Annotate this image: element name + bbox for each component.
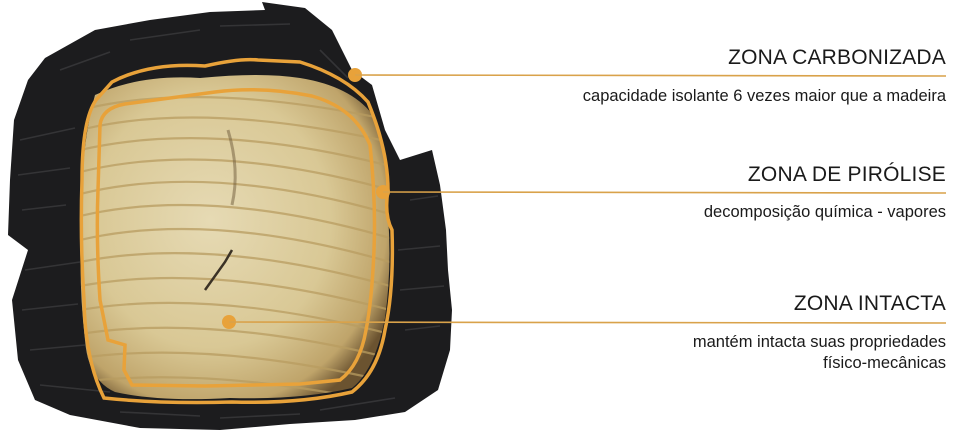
zone-description-carbonizada: capacidade isolante 6 vezes maior que a … (583, 86, 946, 107)
zone-description-intacta-line1: mantém intacta suas propriedades (693, 332, 946, 353)
wood-region (80, 75, 390, 404)
zone-title-pirolise: ZONA DE PIRÓLISE (748, 163, 946, 187)
leader-pirolise (376, 185, 946, 199)
leader-carbonizada (348, 68, 946, 82)
zone-title-carbonizada: ZONA CARBONIZADA (728, 46, 946, 70)
zone-title-intacta: ZONA INTACTA (794, 292, 946, 316)
zone-description-intacta-line2: físico-mecânicas (823, 353, 946, 374)
zone-description-pirolise: decomposição química - vapores (704, 202, 946, 223)
